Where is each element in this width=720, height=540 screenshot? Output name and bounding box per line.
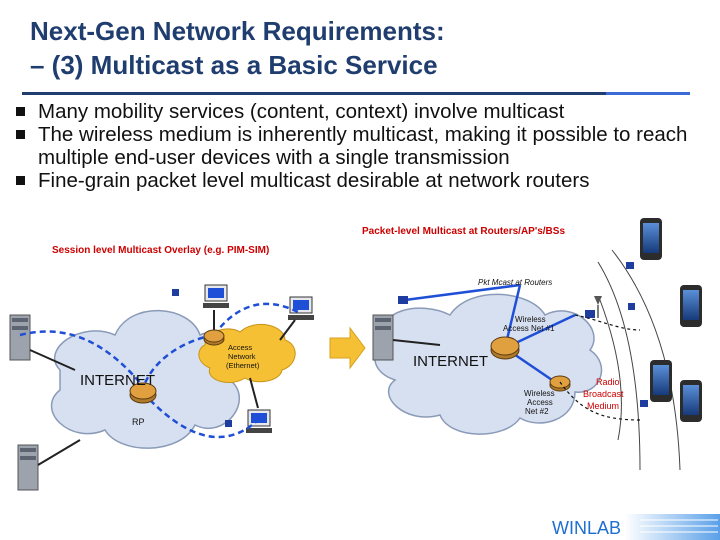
title-underline (22, 92, 682, 95)
svg-text:Access: Access (228, 343, 252, 352)
link-line (404, 283, 521, 302)
bullet-item: Many mobility services (content, context… (12, 100, 712, 123)
bullet-text: Many mobility services (content, context… (38, 100, 565, 123)
desktop-pc-icon (288, 296, 314, 320)
node-marker (172, 289, 179, 296)
radio-arc (611, 249, 681, 471)
server-icon (17, 444, 39, 491)
svg-text:Medium: Medium (587, 401, 619, 411)
svg-text:Access: Access (527, 398, 553, 407)
access-network-label: Access Network (Ethernet) (226, 343, 260, 370)
radio-arc (599, 299, 622, 441)
wireless-net-2-label: Wireless Access Net #2 (524, 389, 555, 416)
link-line (279, 319, 296, 341)
svg-text:Access Net #1: Access Net #1 (503, 324, 555, 333)
router-icon (129, 382, 157, 404)
svg-text:Broadcast: Broadcast (583, 389, 624, 399)
smartphone-icon (680, 285, 702, 327)
transition-arrow (329, 326, 366, 370)
overlay-path (212, 302, 299, 336)
winlab-logo-text: WINLAB (552, 518, 621, 538)
winlab-logo: WINLAB (552, 514, 720, 540)
access-point-icon (585, 310, 595, 318)
overlay-path (140, 333, 215, 393)
svg-text:Radio: Radio (596, 377, 620, 387)
radio-broadcast-label: Radio Broadcast Medium (583, 377, 624, 411)
access-point-icon (640, 400, 648, 407)
internet-cloud-right (374, 293, 603, 435)
antenna-icon (594, 296, 602, 305)
link-line (37, 439, 81, 466)
desktop-pc-icon (246, 409, 272, 433)
smartphone-icon (680, 380, 702, 422)
svg-text:Wireless: Wireless (524, 389, 555, 398)
router-icon (490, 336, 520, 360)
bullet-item: The wireless medium is inherently multic… (12, 123, 712, 169)
rp-label: RP (132, 417, 145, 427)
bullet-item: Fine-grain packet level multicast desira… (12, 169, 712, 192)
packet-level-label: Packet-level Multicast at Routers/AP's/B… (362, 226, 565, 237)
session-level-label: Session level Multicast Overlay (e.g. PI… (52, 245, 269, 256)
svg-text:Network: Network (228, 352, 256, 361)
server-icon (372, 314, 394, 361)
title-line-1: Next-Gen Network Requirements: (30, 16, 445, 46)
desktop-pc-icon (203, 284, 229, 308)
bullet-square-icon (16, 130, 25, 139)
internet-label-left: INTERNET (80, 372, 155, 389)
bullet-text: The wireless medium is inherently multic… (38, 123, 688, 169)
multicast-diagram: Packet-level Multicast at Routers/AP's/B… (9, 218, 720, 540)
bullet-square-icon (16, 176, 25, 185)
title-line-2: – (3) Multicast as a Basic Service (30, 50, 438, 80)
internet-label-right: INTERNET (413, 353, 488, 370)
radio-arc (597, 261, 641, 471)
svg-text:(Ethernet): (Ethernet) (226, 361, 260, 370)
access-point-icon (626, 262, 634, 269)
bullet-square-icon (16, 107, 25, 116)
overlay-path (19, 330, 143, 386)
slide-title: Next-Gen Network Requirements: – (3) Mul… (30, 14, 590, 82)
smartphone-icon (650, 360, 672, 402)
pkt-mcast-label: Pkt Mcast at Routers (478, 278, 552, 287)
node-marker (628, 303, 635, 310)
link-line (392, 339, 441, 346)
router-icon (203, 329, 225, 346)
bullet-list: Many mobility services (content, context… (12, 100, 712, 192)
svg-text:Net #2: Net #2 (525, 407, 549, 416)
wireless-net-1-label: Wireless Access Net #1 (503, 315, 555, 333)
svg-text:Wireless: Wireless (515, 315, 546, 324)
bullet-text: Fine-grain packet level multicast desira… (38, 169, 590, 192)
wireless-link (559, 381, 641, 421)
wireless-link (574, 314, 641, 331)
link-line (29, 349, 76, 371)
node-marker (225, 420, 232, 427)
title-underline-accent (606, 92, 690, 95)
link-line (249, 377, 259, 409)
access-point-icon (398, 296, 408, 304)
smartphone-icon (640, 218, 662, 260)
server-icon (9, 314, 31, 361)
overlay-path (149, 399, 259, 439)
